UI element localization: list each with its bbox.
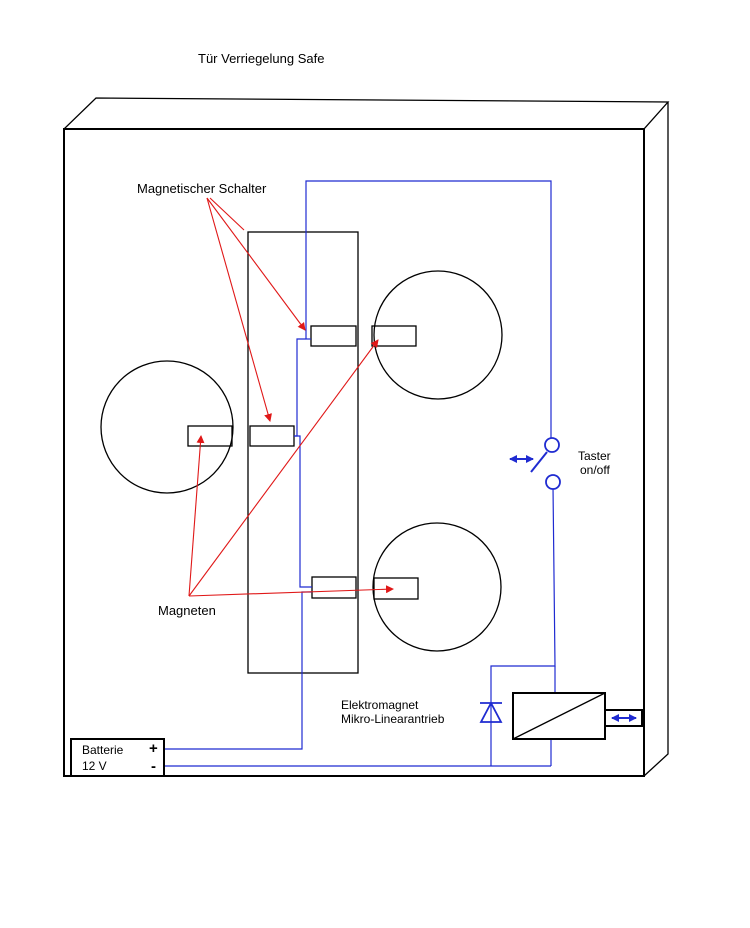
bolt-wheel-top-right <box>373 270 503 400</box>
bolt-wheel-bottom-right <box>372 522 502 652</box>
magnet-top-right <box>371 325 417 347</box>
electromagnet-label: Elektromagnet <box>341 698 419 712</box>
battery <box>70 738 165 777</box>
battery-plus-terminal: + <box>149 740 158 757</box>
switch-contact-top <box>544 437 560 453</box>
electromagnet-actuator <box>512 692 643 740</box>
taster-state-label: on/off <box>580 463 610 477</box>
taster-switch <box>509 437 561 490</box>
annotation-arrows <box>188 197 394 597</box>
taster-label: Taster <box>578 449 611 463</box>
magnetic-switch-middle <box>249 425 295 447</box>
safe-box <box>63 97 670 777</box>
magnets-label: Magneten <box>158 603 216 618</box>
bolt-wheel-left <box>100 360 234 494</box>
magnetic-switch-top <box>310 325 357 347</box>
battery-voltage: 12 V <box>82 759 107 773</box>
magnetic-switch-bottom <box>311 576 357 599</box>
latch-bar <box>247 231 359 674</box>
diode-icon <box>479 701 503 723</box>
wiring <box>164 180 556 767</box>
magnet-bottom-right <box>373 577 419 600</box>
battery-label: Batterie <box>82 743 124 757</box>
battery-minus-terminal: - <box>151 758 156 775</box>
magnet-left <box>187 425 233 447</box>
linear-actuator-label: Mikro-Linearantrieb <box>341 712 445 726</box>
diagram-title: Tür Verriegelung Safe <box>198 51 324 66</box>
magnetic-switch-label: Magnetischer Schalter <box>137 181 267 196</box>
switch-contact-bottom <box>545 474 561 490</box>
